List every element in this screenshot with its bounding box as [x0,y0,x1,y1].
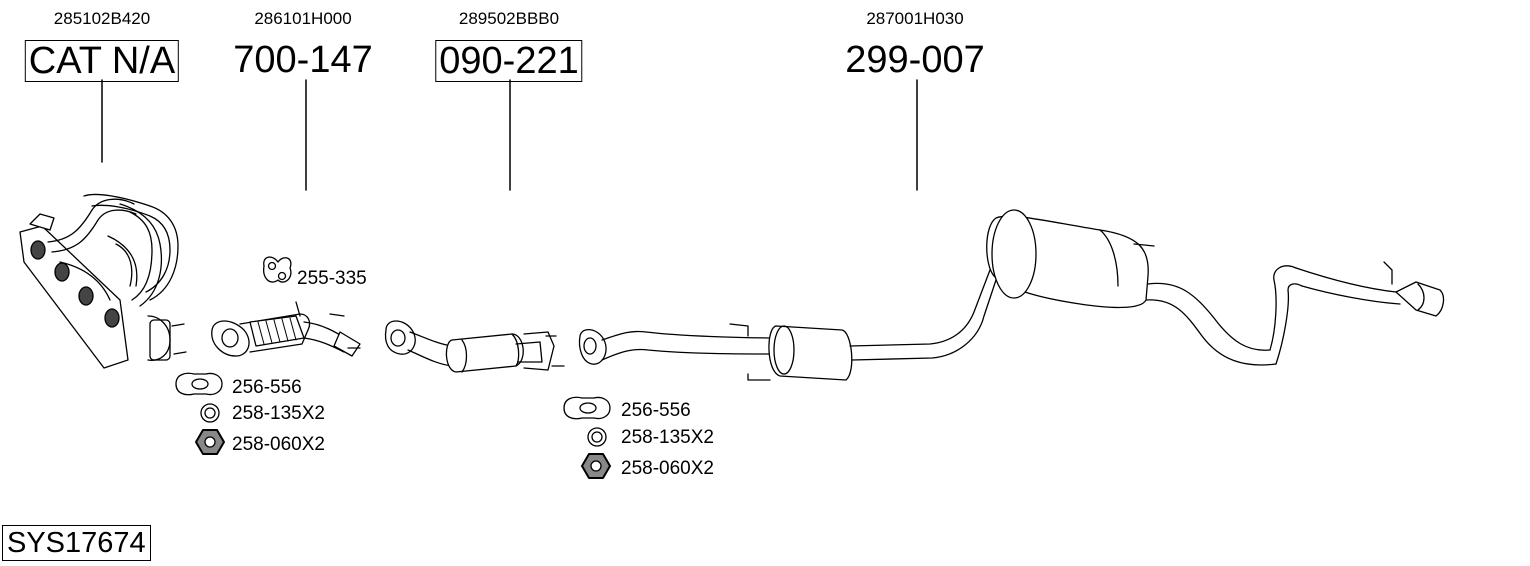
ring-icon [587,427,607,447]
accessory-icons-group-1 [175,372,225,455]
oem-number-3: 289502BBB0 [458,9,560,28]
oem-number-2: 286101H000 [254,9,352,28]
part-number-catalytic-converter[interactable]: 090-221 [435,40,583,82]
exhaust-manifold-drawing [19,193,187,369]
ring-label-2[interactable]: 258-135X2 [621,427,714,448]
oem-number-4: 287001H030 [866,9,964,28]
hanger-drawing [263,256,292,283]
system-id-label: SYS17674 [2,525,151,561]
gasket-icon [563,396,611,420]
gasket-label-1[interactable]: 256-556 [232,377,302,398]
part-number-front-pipe[interactable]: 700-147 [233,39,373,81]
gasket-icon [175,372,223,396]
ring-icon [200,403,220,423]
catalytic-converter-drawing [384,320,565,373]
hanger-label[interactable]: 255-335 [297,268,367,289]
nut-label-1[interactable]: 258-060X2 [232,434,325,455]
part-number-rear-system[interactable]: 299-007 [845,39,985,81]
rear-exhaust-drawing [578,209,1445,381]
accessory-icons-group-2 [563,396,611,479]
oem-number-1: 285102B420 [53,9,151,28]
ring-label-1[interactable]: 258-135X2 [232,403,325,424]
gasket-label-2[interactable]: 256-556 [621,400,691,421]
part-number-cat[interactable]: CAT N/A [24,40,180,82]
front-pipe-drawing [211,301,361,357]
nut-label-2[interactable]: 258-060X2 [621,458,714,479]
leader-lines [101,79,918,191]
